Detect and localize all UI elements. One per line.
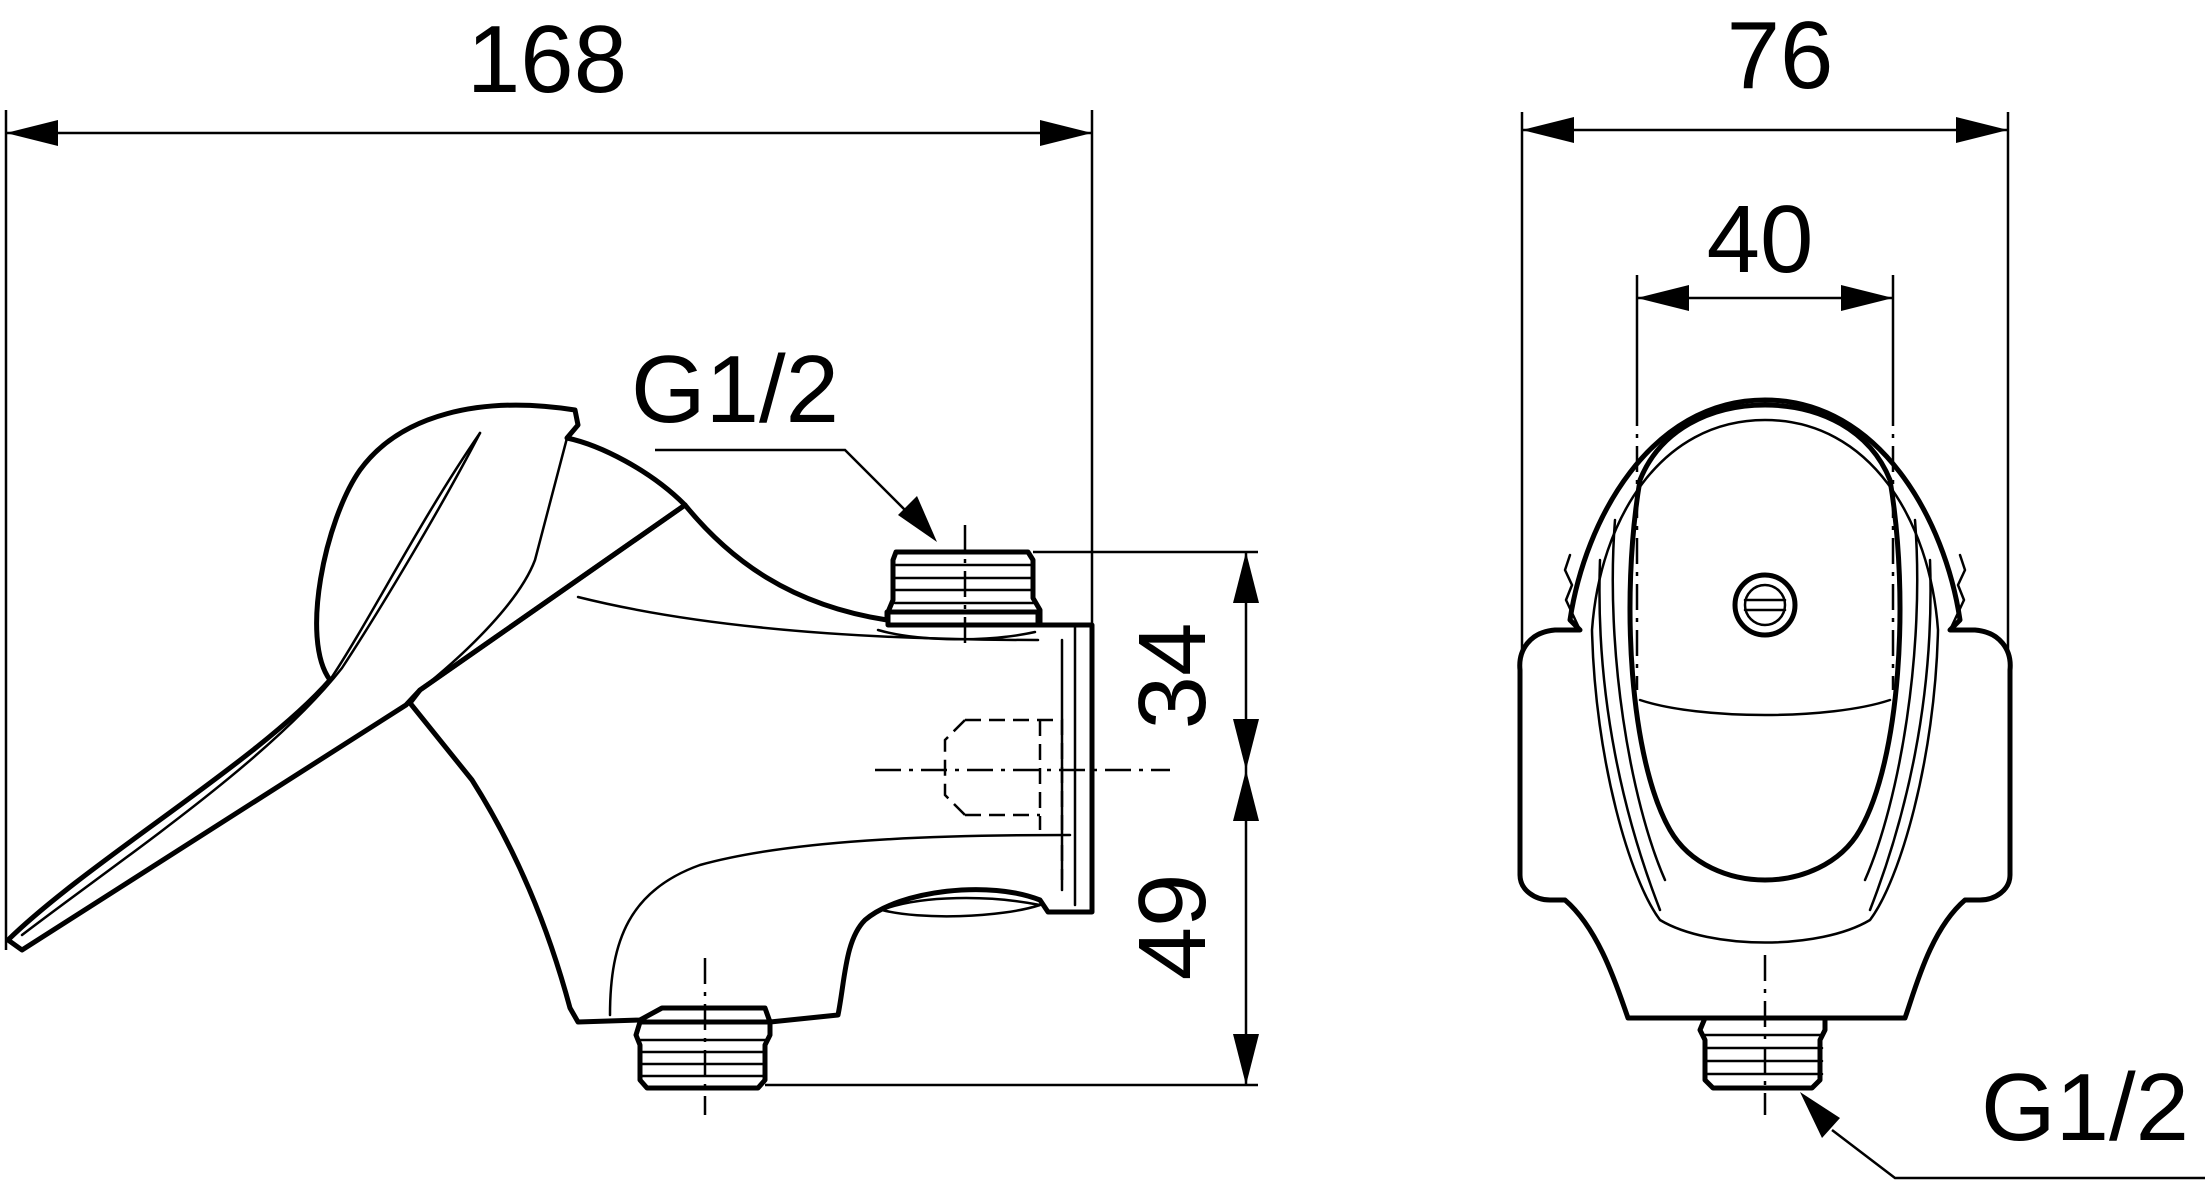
front-inner-shell [1590,418,1940,944]
hidden-cartridge [943,718,1064,880]
front-body-outline [1517,397,2013,1021]
lever-handle [5,402,688,953]
dim-upper-height: 34 [1119,623,1226,730]
side-dimensions: 168 34 49 G1/2 [4,6,1259,1087]
dim-inlet-spacing: 40 [1707,186,1814,293]
dim-overall-length: 168 [467,6,627,113]
front-view [1517,397,2013,1115]
body-spout-lip [880,896,1042,918]
front-lever-edge [1638,698,1892,717]
lever-inner-curve [328,431,482,682]
body-lower-curve [608,833,1072,1017]
dim-overall-width: 76 [1727,2,1834,109]
arrow-168-right [1040,120,1092,146]
arrow-34-top [1233,552,1259,603]
arrow-40-left [1637,285,1689,311]
arrow-76-right [1956,117,2008,143]
top-thread [885,549,1043,628]
front-side-knurl-right [1948,553,1967,632]
wall-flange [1060,623,1077,907]
thread-label-top: G1/2 [631,336,839,443]
side-view [5,402,1170,1115]
lever-grip-line [20,431,482,937]
dim-lower-height: 49 [1119,874,1226,981]
arrow-49-bottom [1233,1034,1259,1085]
arrow-bottom-thread-leader [1800,1092,1840,1138]
arrow-top-thread-leader [898,496,937,542]
front-side-knurl-left [1563,553,1582,632]
front-inner-line-left [1598,518,1667,912]
arrow-168-left [6,120,58,146]
arrow-40-right [1841,285,1893,311]
screw-icon [1732,572,1798,638]
arrow-49-top [1233,770,1259,821]
front-inner-line-right [1863,518,1932,912]
arrow-34-bottom [1233,719,1259,770]
thread-label-bottom: G1/2 [1981,1054,2189,1161]
bottom-thread [633,1019,773,1091]
front-lever-face [1627,402,1903,883]
front-dimensions: 76 40 G1/2 [1520,2,2205,1180]
mixer-body [407,502,1095,1025]
body-top-lip [876,628,1037,641]
lever-upper-edge [418,436,569,692]
arrow-76-left [1522,117,1574,143]
front-bottom-thread [1697,1015,1828,1091]
